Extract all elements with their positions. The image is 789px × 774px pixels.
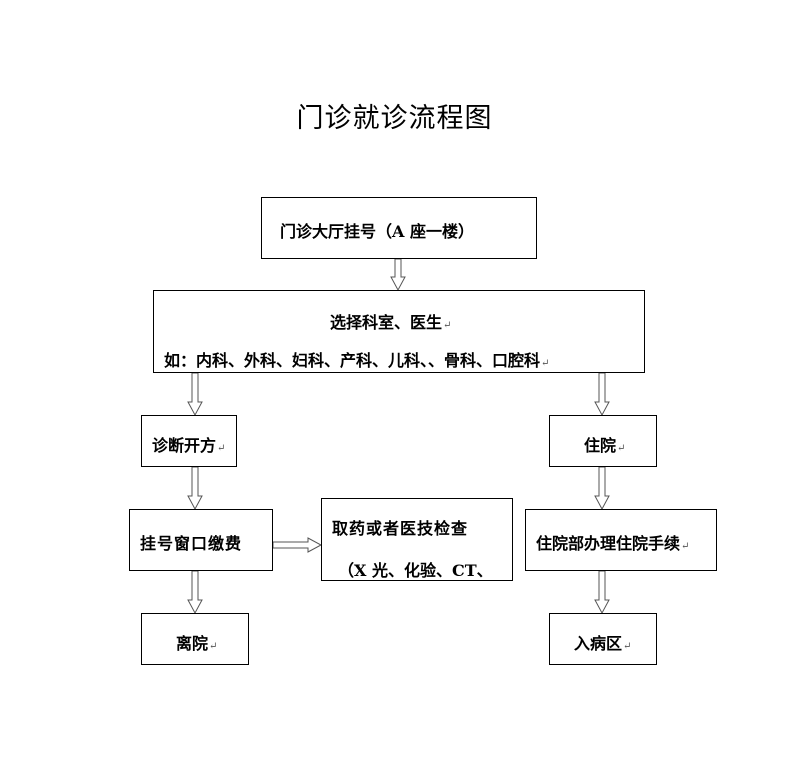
node-medicine-tests-examples: （X 光、化验、CT、 [338, 561, 493, 580]
arrow-hospitalize-to-admission [594, 466, 610, 511]
arrow-select-to-hospitalize [594, 372, 610, 417]
node-diagnose-label: 诊断开方 [152, 436, 217, 455]
node-admission-label: 住院部办理住院手续 [536, 534, 681, 553]
arrow-registration-to-select [390, 258, 406, 292]
node-ward-label: 入病区 [574, 634, 623, 653]
return-mark: ↵ [209, 641, 218, 652]
node-pay: 挂号窗口缴费 [129, 509, 273, 571]
node-diagnose: 诊断开方↵ [141, 415, 237, 467]
arrow-diagnose-to-pay [187, 466, 203, 511]
arrow-admission-to-ward [594, 570, 610, 615]
node-hospitalize-label: 住院 [584, 436, 617, 455]
return-mark: ↵ [623, 641, 632, 652]
return-mark: ↵ [681, 541, 690, 552]
node-ward: 入病区↵ [549, 613, 657, 665]
node-admission: 住院部办理住院手续↵ [525, 509, 717, 571]
node-select-department: 选择科室、医生↵ 如：内科、外科、妇科、产科、儿科、、骨科、口腔科↵ [153, 290, 645, 373]
node-registration-label: 门诊大厅挂号（A 座一楼） [280, 222, 474, 241]
node-medicine-tests-label: 取药或者医技检查 [332, 519, 469, 538]
arrow-select-to-diagnose [187, 372, 203, 417]
node-pay-label: 挂号窗口缴费 [140, 534, 243, 553]
return-mark: ↵ [443, 320, 452, 331]
node-hospitalize: 住院↵ [549, 415, 657, 467]
node-leave-label: 离院 [176, 634, 209, 653]
node-select-department-examples: 如：内科、外科、妇科、产科、儿科、、骨科、口腔科 [164, 351, 541, 370]
arrow-pay-to-medicine [272, 537, 323, 553]
node-medicine-tests: 取药或者医技检查 （X 光、化验、CT、 [321, 498, 513, 581]
node-leave: 离院↵ [141, 613, 249, 665]
return-mark: ↵ [541, 358, 550, 369]
arrow-pay-to-leave [187, 570, 203, 615]
node-select-department-label: 选择科室、医生 [330, 313, 443, 332]
return-mark: ↵ [617, 443, 626, 454]
node-registration: 门诊大厅挂号（A 座一楼） [261, 197, 537, 259]
return-mark: ↵ [217, 443, 226, 454]
page-title: 门诊就诊流程图 [296, 103, 493, 134]
